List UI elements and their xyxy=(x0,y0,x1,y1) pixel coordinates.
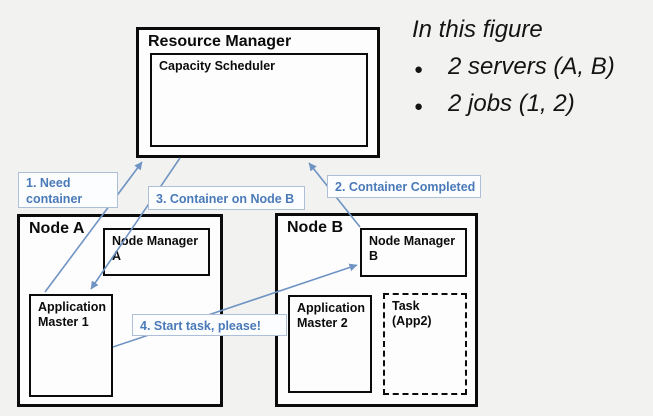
figure-note-bullet-1: ● 2 servers (A, B) xyxy=(408,53,653,81)
application-master-2-line1: Application xyxy=(297,301,366,315)
figure-note-title: In this figure xyxy=(412,16,543,43)
node-manager-a-label: Node Manager A xyxy=(105,230,208,264)
node-manager-a-line2: A xyxy=(112,249,122,263)
bullet-dot-icon: ● xyxy=(414,98,424,115)
application-master-1-line1: Application xyxy=(38,300,107,314)
step1-line2: container xyxy=(26,192,83,207)
node-manager-b-line2: B xyxy=(369,249,379,263)
application-master-2-label: Application Master 2 xyxy=(290,297,370,331)
step4-start-task-label: 4. Start task, please! xyxy=(132,314,287,336)
capacity-scheduler-box: Capacity Scheduler xyxy=(150,53,368,147)
node-manager-a-box: Node Manager A xyxy=(103,228,210,276)
figure-note: In this figure ● 2 servers (A, B) ● 2 jo… xyxy=(408,16,653,118)
figure-note-bullet-2-text: 2 jobs (1, 2) xyxy=(448,90,575,117)
node-manager-b-label: Node Manager B xyxy=(362,230,465,264)
task-app2-line1: Task xyxy=(392,299,420,313)
node-manager-b-line1: Node Manager xyxy=(369,234,456,248)
step1-need-container-label: 1. Need container xyxy=(18,172,118,208)
application-master-2-box: Application Master 2 xyxy=(288,295,372,393)
bullet-dot-icon: ● xyxy=(414,61,424,78)
application-master-1-label: Application Master 1 xyxy=(31,296,111,330)
node-manager-a-line1: Node Manager xyxy=(112,234,199,248)
step1-line1: 1. Need xyxy=(26,176,71,190)
application-master-1-line2: Master 1 xyxy=(38,315,89,329)
figure-note-bullet-1-text: 2 servers (A, B) xyxy=(448,53,615,80)
step3-container-on-node-b-label: 3. Container on Node B xyxy=(148,186,305,210)
application-master-2-line2: Master 2 xyxy=(297,316,348,330)
task-app2-box: Task (App2) xyxy=(383,293,467,395)
step2-container-completed-label: 2. Container Completed xyxy=(327,175,481,198)
task-app2-label: Task (App2) xyxy=(385,295,465,329)
application-master-1-box: Application Master 1 xyxy=(29,294,113,397)
task-app2-line2: (App2) xyxy=(392,314,432,328)
node-manager-b-box: Node Manager B xyxy=(360,228,467,277)
resource-manager-title: Resource Manager xyxy=(148,33,292,50)
figure-note-bullet-2: ● 2 jobs (1, 2) xyxy=(408,90,653,118)
capacity-scheduler-label: Capacity Scheduler xyxy=(159,59,276,73)
